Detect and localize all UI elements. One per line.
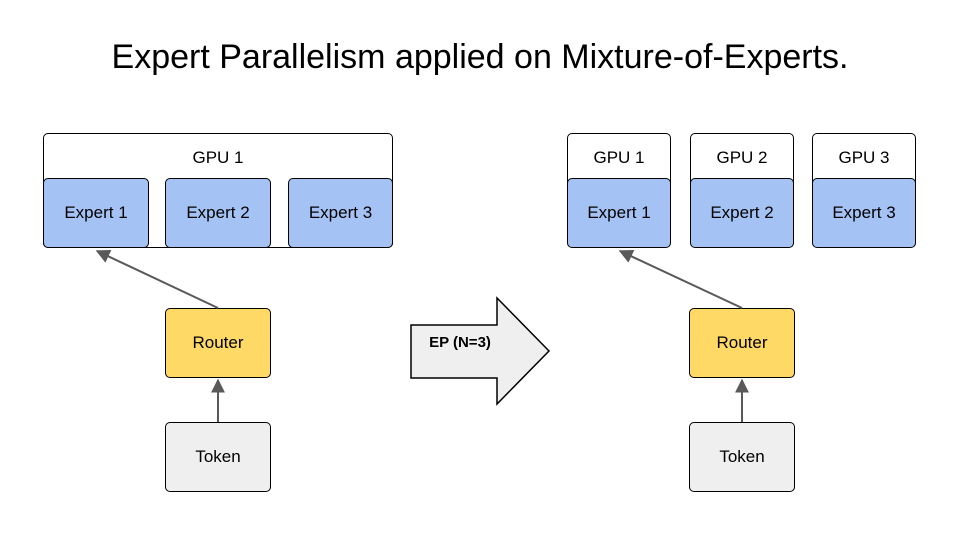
left-expert-2: Expert 2 bbox=[165, 178, 271, 248]
right-expert-1: Expert 1 bbox=[567, 178, 671, 248]
right-expert-2-label: Expert 2 bbox=[710, 203, 774, 222]
right-gpu-3-label: GPU 3 bbox=[838, 148, 890, 167]
left-gpu-1-label: GPU 1 bbox=[192, 148, 244, 167]
right-router-to-expert-1-arrow bbox=[618, 249, 743, 309]
right-expert-3: Expert 3 bbox=[812, 178, 916, 248]
left-expert-2-label: Expert 2 bbox=[186, 203, 250, 222]
right-expert-3-label: Expert 3 bbox=[832, 203, 896, 222]
right-token: Token bbox=[689, 422, 795, 492]
left-expert-3-label: Expert 3 bbox=[308, 203, 373, 222]
left-router-to-expert-1-arrow bbox=[95, 250, 219, 309]
left-router-label: Router bbox=[192, 333, 244, 352]
right-gpu-1-label: GPU 1 bbox=[593, 148, 645, 167]
ep-transform-arrow bbox=[410, 296, 551, 406]
left-expert-3: Expert 3 bbox=[288, 178, 393, 248]
right-token-label: Token bbox=[719, 447, 765, 466]
right-expert-1-label: Expert 1 bbox=[587, 203, 651, 222]
right-expert-2: Expert 2 bbox=[690, 178, 794, 248]
left-router: Router bbox=[165, 308, 271, 378]
ep-transform-label: EP (N=3) bbox=[429, 333, 491, 351]
diagram-title: Expert Parallelism applied on Mixture-of… bbox=[111, 38, 849, 76]
right-router: Router bbox=[689, 308, 795, 378]
left-token: Token bbox=[165, 422, 271, 492]
right-router-label: Router bbox=[716, 333, 768, 352]
left-token-label: Token bbox=[195, 447, 241, 466]
left-expert-1: Expert 1 bbox=[43, 178, 149, 248]
left-expert-1-label: Expert 1 bbox=[64, 203, 128, 222]
right-gpu-2-label: GPU 2 bbox=[716, 148, 768, 167]
